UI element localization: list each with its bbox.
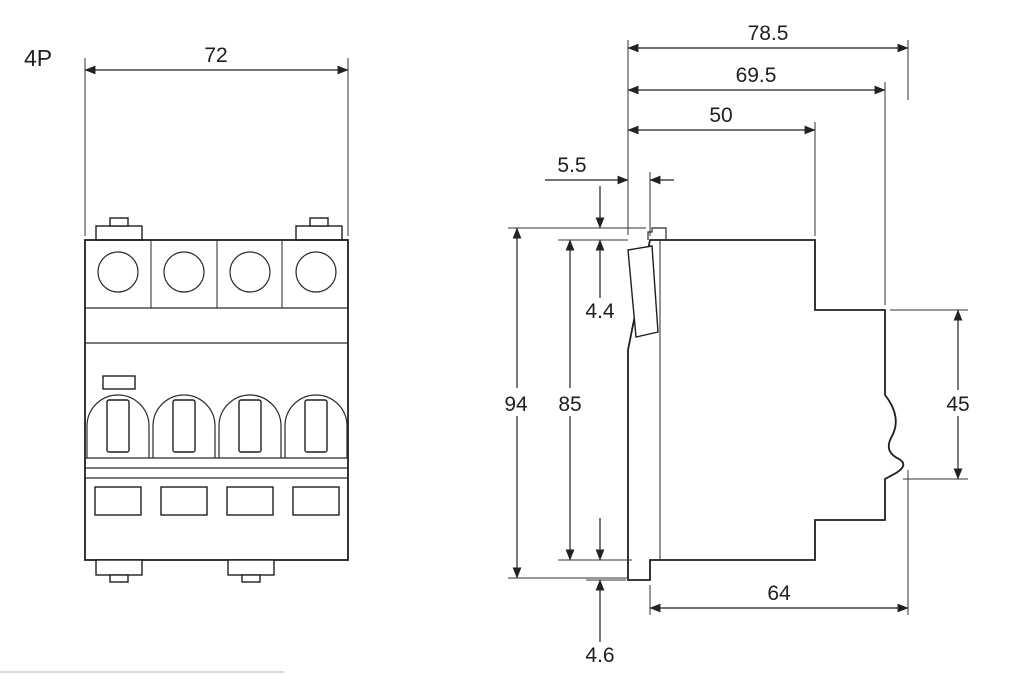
top-clip-left-tab [109, 217, 129, 227]
label-gap [553, 388, 587, 416]
label-gap [500, 388, 534, 416]
bottom-clip-left-tab [109, 574, 129, 583]
dim-label-front-width: 72 [204, 44, 227, 67]
dim-label-body-height: 85 [558, 393, 581, 416]
top-clip-left [95, 225, 143, 241]
toggle-lever [172, 399, 196, 453]
pole-count-label: 4P [24, 45, 52, 71]
bottom-terminal [160, 486, 208, 516]
dim-label-handle-offset: 5.5 [557, 154, 586, 177]
terminal-screw [163, 251, 205, 293]
terminal-screw [295, 251, 337, 293]
handle-arch [152, 394, 216, 458]
side-view: 78.5 69.5 50 5.5 4.4 94 85 45 [500, 22, 975, 667]
dim-label-top-tab: 4.4 [585, 300, 615, 323]
label-gap [941, 390, 975, 416]
dim-label-base-depth: 64 [767, 582, 791, 605]
toggle-lever [304, 399, 328, 453]
bottom-terminal [292, 486, 340, 516]
toggle-lever-side [627, 245, 659, 338]
label-window [102, 375, 136, 390]
table-edge-artifact [0, 671, 284, 673]
dim-label-overall-height: 94 [504, 393, 528, 416]
top-clip-right [295, 225, 343, 241]
dim-label-upper-depth: 50 [709, 104, 732, 127]
bottom-terminal [226, 486, 274, 516]
handle-arch [218, 394, 282, 458]
dim-label-recess: 45 [946, 393, 969, 416]
front-view: 72 4P [24, 44, 349, 583]
dim-label-depth-no-clip: 69.5 [736, 64, 777, 87]
top-hook-tab [647, 227, 667, 240]
side-profile [627, 239, 905, 581]
top-clip-right-tab [309, 217, 329, 227]
bottom-clip-right-tab [241, 574, 261, 583]
dim-label-overall-depth: 78.5 [748, 22, 789, 45]
bottom-terminal [94, 486, 142, 516]
terminal-screw [229, 251, 271, 293]
toggle-lever [238, 399, 262, 453]
handle-arch [86, 394, 150, 458]
terminal-screw [97, 251, 139, 293]
toggle-lever [106, 399, 130, 453]
dim-label-bottom-tab: 4.6 [585, 644, 614, 667]
bottom-clip-right [227, 559, 275, 576]
bottom-clip-left [95, 559, 143, 576]
handle-arch [284, 394, 348, 458]
